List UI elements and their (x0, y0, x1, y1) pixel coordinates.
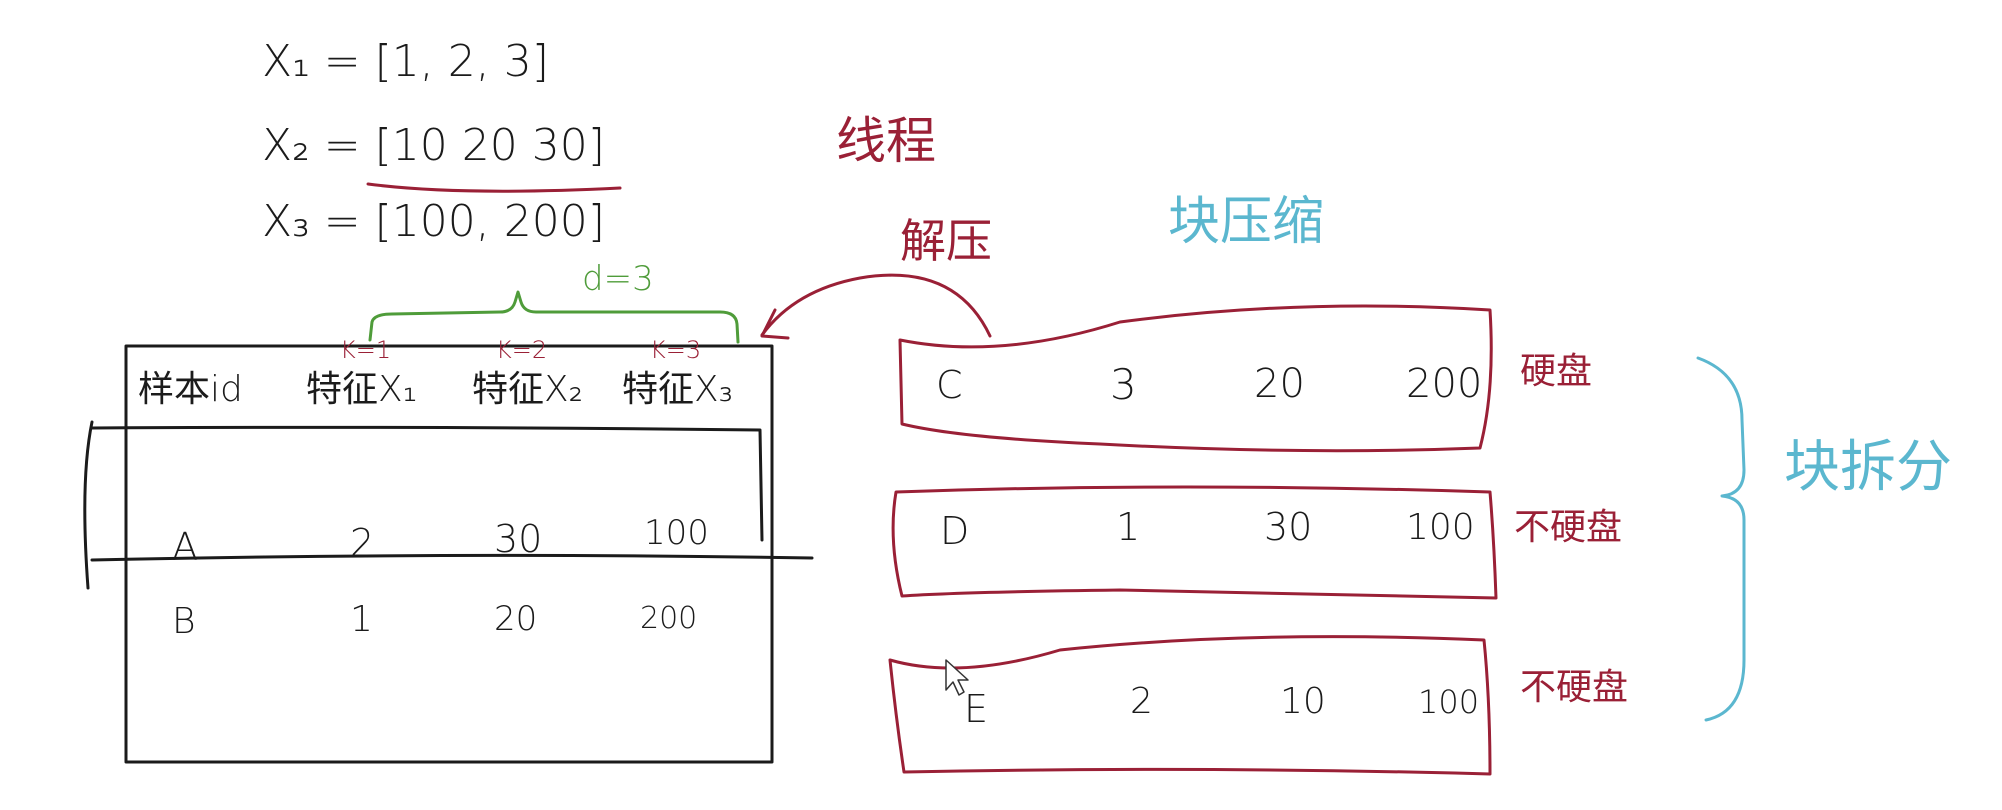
block-c-x3: 200 (1406, 361, 1483, 407)
block-d-x3: 100 (1406, 507, 1475, 548)
x2-underline (366, 182, 622, 193)
feature-brace (368, 290, 740, 344)
equals-sign: = (323, 36, 375, 87)
thread-label: 线程 (836, 112, 936, 170)
block-d-side-label: 不硬盘 (1514, 507, 1623, 548)
mouse-cursor (945, 659, 969, 696)
k-label-1: K=1 (340, 336, 392, 364)
table-header-sample-id: 样本id (138, 369, 243, 410)
block-c-outline (898, 304, 1493, 453)
equation-x3: X₃ = [100, 200] (262, 200, 605, 244)
block-e-id: E (964, 687, 989, 731)
equation-x2: X₂ = [10 20 30] (262, 124, 605, 168)
block-e-x1: 2 (1130, 681, 1153, 722)
table-cell-row-a-x3: 100 (644, 513, 709, 553)
decompress-arrow (760, 273, 992, 338)
table-cell-row-b-x3: 200 (640, 601, 698, 636)
d-label: d=3 (582, 259, 654, 299)
block-e-x2: 10 (1280, 681, 1326, 722)
table-header-feature-2: 特征X₂ (472, 369, 584, 410)
row-a-underline (90, 553, 814, 562)
table-border (124, 344, 774, 764)
decompress-arrowhead (760, 308, 790, 340)
equals-sign: = (323, 120, 375, 171)
block-d-outline (891, 485, 1498, 600)
equation-x3-rhs: [100, 200] (374, 196, 605, 247)
block-d-x1: 1 (1116, 505, 1141, 549)
k-label-3: K=3 (650, 336, 702, 364)
table-cell-row-a-x1: 2 (350, 521, 375, 565)
block-d-x2: 30 (1264, 505, 1313, 549)
equals-sign: = (323, 196, 375, 247)
block-split-brace (1696, 356, 1746, 722)
equation-x1-rhs: [1, 2, 3] (374, 36, 549, 87)
block-e-outline (888, 635, 1492, 776)
equation-x3-lhs: X₃ (262, 196, 310, 247)
equation-x2-lhs: X₂ (262, 120, 310, 171)
table-cell-row-a-id: A (172, 525, 198, 569)
block-c-side-label: 硬盘 (1520, 351, 1593, 392)
block-compress-label: 块压缩 (1168, 192, 1325, 252)
table-header-feature-1: 特征X₁ (306, 369, 418, 410)
block-e-x3: 100 (1418, 683, 1480, 721)
decompress-label: 解压 (900, 214, 992, 268)
table-header-bracket (83, 420, 94, 590)
block-e-side-label: 不硬盘 (1520, 667, 1629, 708)
table-header-line (90, 425, 764, 542)
block-split-label: 块拆分 (1784, 435, 1952, 500)
block-c-id: C (936, 363, 963, 407)
block-c-x1: 3 (1110, 360, 1137, 409)
block-d-id: D (940, 509, 970, 553)
equation-x1-lhs: X₁ (262, 36, 310, 87)
equation-x1: X₁ = [1, 2, 3] (262, 40, 549, 84)
block-c-x2: 20 (1254, 361, 1305, 407)
table-cell-row-b-x2: 20 (494, 599, 538, 639)
table-cell-row-a-x2: 30 (494, 517, 543, 561)
table-cell-row-b-id: B (172, 601, 196, 642)
equation-x2-rhs: [10 20 30] (374, 120, 605, 171)
k-label-2: K=2 (496, 336, 548, 364)
table-header-feature-3: 特征X₃ (622, 369, 734, 410)
table-cell-row-b-x1: 1 (350, 599, 373, 640)
